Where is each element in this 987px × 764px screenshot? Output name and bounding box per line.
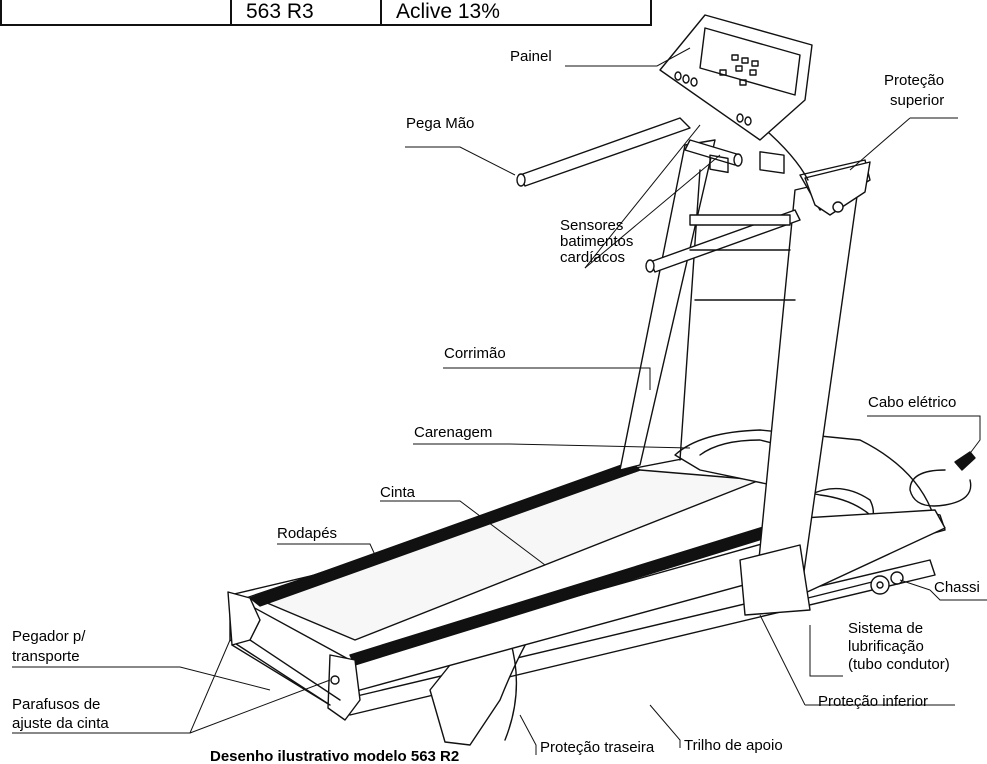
label-pega-mao: Pega Mão (406, 115, 475, 132)
label-parafusos-line2: ajuste da cinta (12, 715, 109, 732)
label-protecao-traseira: Proteção traseira (540, 739, 655, 756)
label-trilho-apoio: Trilho de apoio (684, 737, 783, 754)
figure-caption: Desenho ilustrativo modelo 563 R2 (210, 748, 460, 764)
model-text: 563 R3 (246, 0, 314, 23)
label-corrimao: Corrimão (444, 345, 506, 362)
label-painel: Painel (510, 48, 552, 65)
label-carenagem: Carenagem (414, 424, 493, 441)
power-cable (909, 469, 972, 507)
label-sistema-line2: lubrificação (848, 638, 924, 655)
label-sensores-line1: Sensores (560, 217, 624, 234)
label-chassi: Chassi (934, 579, 980, 596)
console-keys (674, 71, 752, 126)
hand-grip (519, 117, 691, 187)
console-buttons (719, 54, 759, 86)
label-sensores-line2: batimentos (560, 233, 634, 250)
label-cabo-eletrico: Cabo elétrico (868, 394, 957, 411)
label-parafusos-line1: Parafusos de (12, 696, 101, 713)
label-sistema-line3: (tubo condutor) (848, 656, 950, 673)
console (659, 14, 813, 141)
rear-cap-left (227, 591, 261, 646)
lower-protection (739, 544, 811, 616)
label-protecao-superior-line1: Proteção (884, 72, 945, 89)
label-sensores-line3: cardíacos (560, 249, 626, 266)
label-rodapes: Rodapés (277, 525, 338, 542)
upright-rear (619, 139, 716, 471)
label-cinta: Cinta (380, 484, 416, 501)
table-cell-variant: Aclive 13% (380, 0, 652, 26)
variant-text: Aclive 13% (396, 0, 500, 23)
label-pegador-line2: transporte (12, 648, 80, 665)
upper-protection (804, 161, 871, 216)
footrail-left (249, 461, 641, 607)
model-table: 563 R3 Aclive 13% (0, 0, 652, 26)
label-sistema-line1: Sistema de (848, 620, 924, 637)
label-pegador-line1: Pegador p/ (12, 628, 86, 645)
leader-lines (12, 47, 987, 755)
label-protecao-inferior: Proteção inferior (818, 693, 929, 710)
label-protecao-superior-line2: superior (890, 92, 945, 109)
rear-cap-right (327, 654, 361, 721)
